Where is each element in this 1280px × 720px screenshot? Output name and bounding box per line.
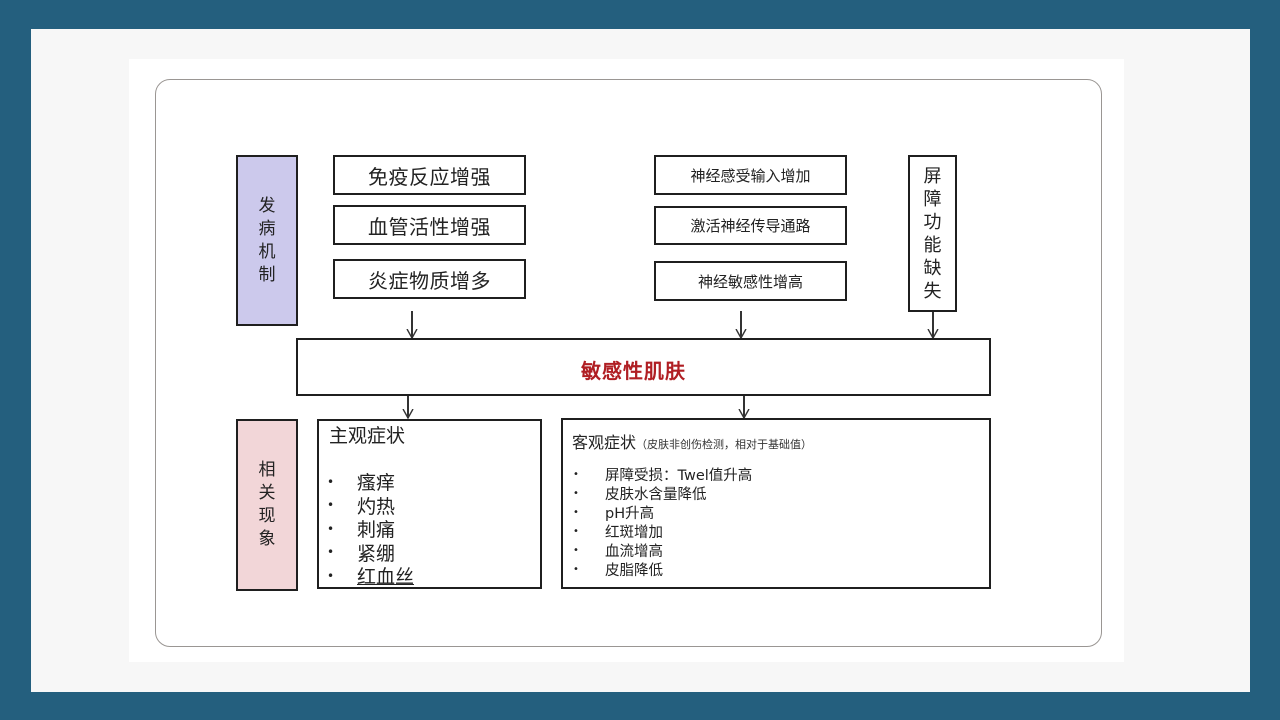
cause-neural-input: 神经感受输入增加 [654, 155, 847, 195]
arrow-down-icon [927, 312, 939, 339]
symptom-text: 紧绷 [357, 542, 396, 565]
objective-title-note: （皮肤非创伤检测，相对于基础值） [636, 438, 813, 451]
phenomena-label: 相 关 现 象 [236, 419, 298, 591]
cause-text: 血管活性增强 [368, 214, 491, 239]
mechanism-char: 发 [258, 195, 276, 216]
list-item: • 皮脂降低 [573, 560, 752, 579]
phenomena-char: 相 [258, 460, 276, 480]
symptom-text: pH升高 [605, 506, 655, 522]
mechanism-char: 病 [258, 218, 276, 239]
symptom-text: 皮脂降低 [605, 563, 663, 579]
mechanism-char: 机 [258, 241, 276, 262]
cause-neural-sensitivity: 神经敏感性增高 [654, 261, 847, 301]
cause-text: 神经感受输入增加 [690, 166, 811, 185]
list-item: • 屏障受损：Twel值升高 [573, 465, 752, 484]
bullet-icon: • [327, 545, 335, 560]
barrier-char: 能 [923, 234, 942, 256]
symptom-text: 血流增高 [605, 544, 663, 560]
symptom-text: 刺痛 [357, 519, 396, 542]
cause-text: 神经敏感性增高 [697, 272, 803, 291]
list-item: • 血流增高 [573, 541, 752, 560]
symptom-text: 红血丝 [357, 566, 415, 589]
mechanism-char: 制 [258, 264, 276, 285]
list-item: • 刺痛 [327, 517, 414, 541]
arrow-down-icon [406, 311, 418, 339]
list-item: • 红斑增加 [573, 522, 752, 541]
arrow-down-icon [738, 396, 750, 419]
list-item: • 红血丝 [327, 564, 414, 588]
symptom-text: 红斑增加 [605, 525, 663, 541]
bullet-icon: • [573, 488, 579, 499]
barrier-char: 失 [923, 280, 942, 302]
arrow-down-icon [735, 311, 747, 339]
sensitive-skin-box: 敏感性肌肤 [296, 338, 991, 396]
cause-immune-response: 免疫反应增强 [333, 155, 526, 195]
phenomena-char: 关 [258, 483, 276, 503]
objective-title-main: 客观症状 [572, 433, 637, 452]
cause-text: 激活神经传导通路 [690, 217, 811, 235]
objective-title: 客观症状（皮肤非创伤检测，相对于基础值） [572, 429, 812, 453]
subjective-title: 主观症状 [329, 425, 406, 447]
subjective-symptoms-box: 主观症状 • 瘙痒 • 灼热 • 刺痛 • 紧绷 • 红血丝 [317, 419, 542, 589]
bullet-icon: • [573, 545, 579, 556]
symptom-text: 灼热 [357, 495, 396, 518]
arrow-down-icon [402, 396, 414, 419]
mechanism-label: 发 病 机 制 [236, 155, 298, 326]
bullet-icon: • [327, 498, 335, 513]
objective-symptoms-box: 客观症状（皮肤非创伤检测，相对于基础值） • 屏障受损：Twel值升高 • 皮肤水含… [561, 418, 991, 589]
subjective-list: • 瘙痒 • 灼热 • 刺痛 • 紧绷 • 红血丝 [327, 470, 414, 588]
list-item: • 皮肤水含量降低 [573, 484, 752, 503]
symptom-text: 瘙痒 [357, 472, 396, 495]
center-title: 敏感性肌肤 [581, 359, 686, 383]
cause-inflammatory-substances: 炎症物质增多 [333, 259, 526, 299]
barrier-char: 障 [923, 188, 942, 210]
list-item: • 紧绷 [327, 541, 414, 565]
objective-list: • 屏障受损：Twel值升高 • 皮肤水含量降低 • pH升高 • 红斑增加 • 血流增高… [573, 465, 752, 579]
barrier-char: 功 [923, 211, 942, 233]
cause-neural-pathway: 激活神经传导通路 [654, 206, 847, 245]
bullet-icon: • [327, 568, 335, 583]
phenomena-char: 象 [258, 529, 276, 549]
symptom-text: 屏障受损：Twel值升高 [605, 468, 753, 484]
cause-text: 炎症物质增多 [368, 268, 491, 293]
bullet-icon: • [327, 521, 335, 536]
bullet-icon: • [327, 474, 335, 489]
list-item: • 瘙痒 [327, 470, 414, 494]
phenomena-char: 现 [258, 506, 276, 526]
list-item: • 灼热 [327, 494, 414, 518]
bullet-icon: • [573, 507, 579, 518]
bullet-icon: • [573, 469, 579, 480]
barrier-char: 屏 [923, 165, 942, 187]
barrier-dysfunction-box: 屏 障 功 能 缺 失 [908, 155, 957, 312]
barrier-char: 缺 [923, 257, 942, 279]
list-item: • pH升高 [573, 503, 752, 522]
symptom-text: 皮肤水含量降低 [605, 487, 707, 503]
bullet-icon: • [573, 564, 579, 575]
cause-text: 免疫反应增强 [368, 164, 491, 189]
bullet-icon: • [573, 526, 579, 537]
cause-vascular-activity: 血管活性增强 [333, 205, 526, 245]
